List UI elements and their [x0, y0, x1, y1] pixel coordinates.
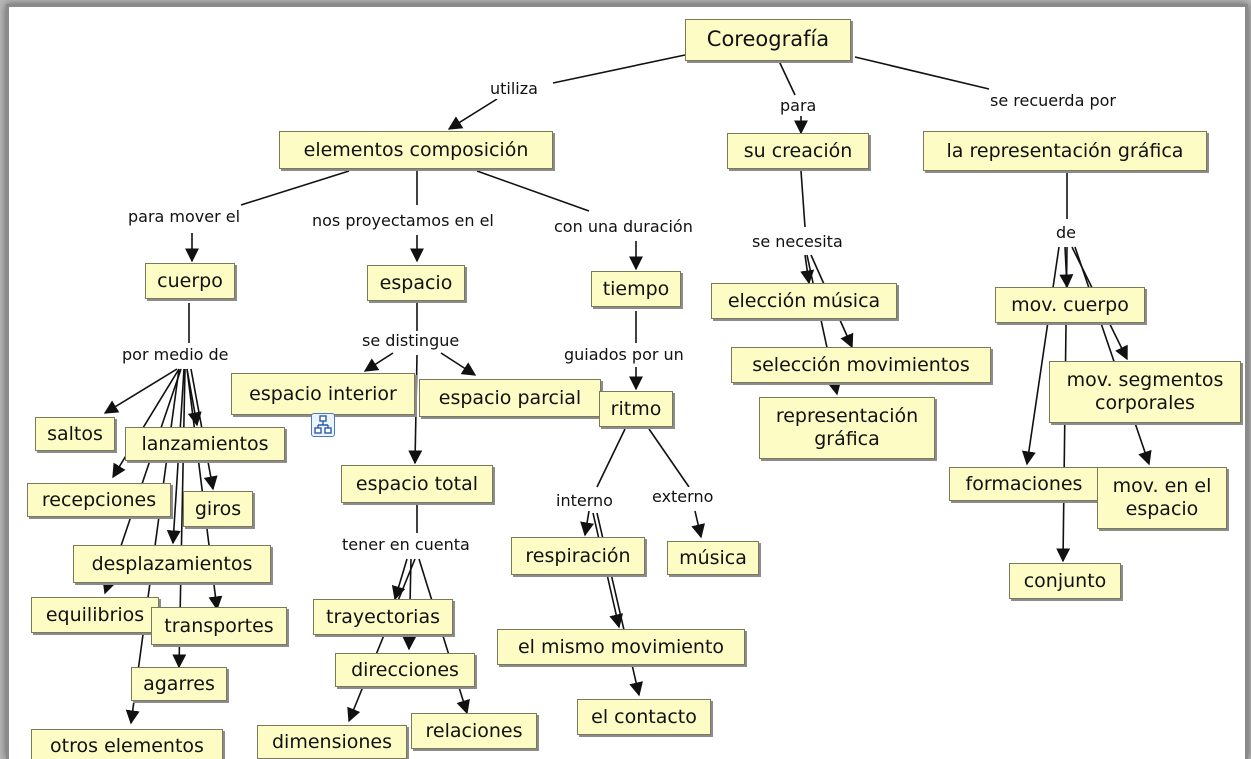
concept-mov-espacio[interactable]: mov. en el espacio: [1097, 467, 1227, 529]
phrase-para-mover-el: para mover el: [125, 207, 244, 227]
concept-giros[interactable]: giros: [183, 491, 253, 527]
concept-eleccion-musica[interactable]: elección música: [711, 283, 897, 319]
phrase-utiliza: utiliza: [487, 79, 541, 99]
concept-desplazamientos[interactable]: desplazamientos: [73, 545, 271, 583]
concept-espacio-total[interactable]: espacio total: [341, 465, 493, 503]
phrase-externo: externo: [649, 487, 717, 507]
concept-formaciones[interactable]: formaciones: [949, 467, 1099, 501]
concept-mismo-movimiento[interactable]: el mismo movimiento: [497, 629, 745, 665]
concept-ritmo[interactable]: ritmo: [599, 391, 673, 427]
concept-coreografia[interactable]: Coreografía: [685, 19, 851, 61]
concept-equilibrios[interactable]: equilibrios: [31, 597, 159, 633]
concept-mov-segmentos[interactable]: mov. segmentos corporales: [1049, 361, 1241, 423]
phrase-nos-proyectamos: nos proyectamos en el: [309, 211, 497, 231]
concept-saltos[interactable]: saltos: [35, 417, 115, 451]
concept-tiempo[interactable]: tiempo: [591, 271, 681, 307]
phrase-por-medio-de: por medio de: [119, 345, 232, 365]
concept-conjunto[interactable]: conjunto: [1009, 563, 1121, 599]
concept-espacio-interior[interactable]: espacio interior: [231, 373, 415, 415]
concept-otros-elementos[interactable]: otros elementos: [31, 729, 223, 759]
concept-respiracion[interactable]: respiración: [511, 537, 645, 575]
concept-agarres[interactable]: agarres: [131, 667, 227, 701]
concept-espacio-parcial[interactable]: espacio parcial: [419, 379, 601, 417]
concept-lanzamientos[interactable]: lanzamientos: [125, 427, 285, 461]
concept-representacion-grafica-2[interactable]: representación gráfica: [759, 397, 935, 459]
concept-recepciones[interactable]: recepciones: [27, 483, 171, 517]
concept-representacion-grafica[interactable]: la representación gráfica: [923, 131, 1207, 171]
phrase-se-necesita: se necesita: [749, 232, 846, 252]
phrase-se-recuerda-por: se recuerda por: [987, 91, 1119, 111]
concept-map-frame: Coreografía elementos composición su cre…: [6, 4, 1248, 759]
concept-seleccion-movimientos[interactable]: selección movimientos: [731, 347, 991, 383]
phrase-se-distingue: se distingue: [359, 331, 463, 351]
phrase-para: para: [777, 96, 820, 116]
phrase-de: de: [1053, 223, 1079, 243]
concept-direcciones[interactable]: direcciones: [335, 653, 475, 687]
concept-trayectorias[interactable]: trayectorias: [313, 599, 453, 635]
concept-espacio[interactable]: espacio: [367, 265, 465, 301]
concept-cuerpo[interactable]: cuerpo: [145, 263, 235, 299]
concept-transportes[interactable]: transportes: [151, 607, 287, 645]
concept-contacto[interactable]: el contacto: [577, 699, 711, 735]
phrase-interno: interno: [553, 491, 616, 511]
concept-relaciones[interactable]: relaciones: [411, 713, 537, 749]
concept-elementos-composicion[interactable]: elementos composición: [279, 131, 553, 169]
concept-musica[interactable]: música: [667, 541, 759, 575]
concept-map-canvas: Coreografía elementos composición su cre…: [9, 7, 1245, 759]
concept-su-creacion[interactable]: su creación: [727, 133, 869, 169]
phrase-tener-en-cuenta: tener en cuenta: [339, 535, 473, 555]
phrase-con-una-duracion: con una duración: [551, 217, 696, 237]
submap-icon[interactable]: [311, 413, 335, 437]
phrase-guiados-por-un: guiados por un: [561, 345, 687, 365]
concept-mov-cuerpo[interactable]: mov. cuerpo: [995, 287, 1145, 323]
concept-dimensiones[interactable]: dimensiones: [257, 725, 407, 759]
